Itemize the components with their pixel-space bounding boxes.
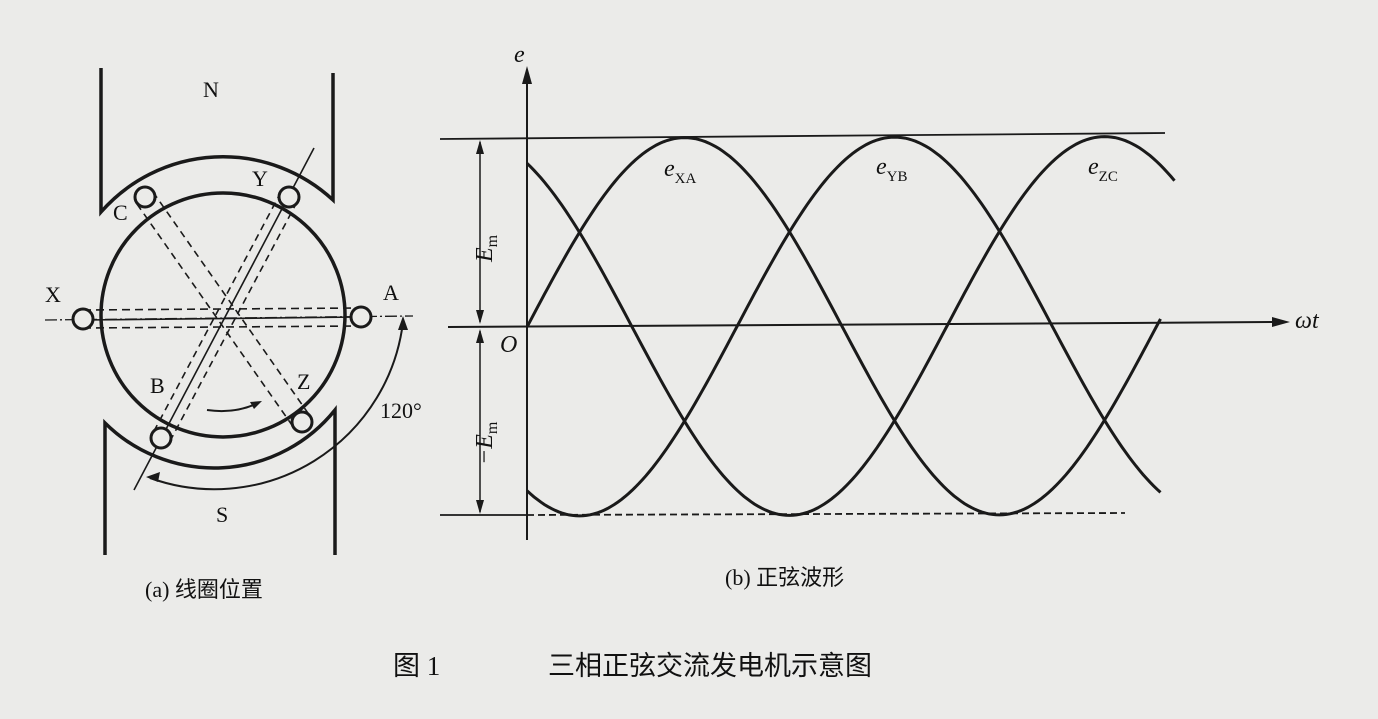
coil-end-z: [290, 410, 314, 434]
angle-arc: [149, 321, 404, 491]
wave-label-zc-sub: ZC: [1099, 169, 1118, 185]
figure-number: 图 1: [393, 651, 440, 681]
angle-label: 120°: [380, 398, 422, 423]
rotor-circle: [99, 191, 347, 439]
x-axis-label: ωt: [1295, 308, 1320, 334]
wave-label-xa-main: e: [664, 156, 675, 182]
wave-label-zc: eZC: [1088, 154, 1118, 185]
rotation-arrow-icon: [206, 402, 259, 413]
coil-end-b: [149, 426, 173, 450]
amplitude-pos-sub: m: [484, 234, 501, 247]
coil-cz: [136, 191, 311, 429]
coil-label-b: B: [150, 373, 165, 398]
coil-end-x: [71, 307, 95, 331]
south-pole: [103, 405, 337, 555]
waveform-xa: [525, 136, 1162, 517]
wave-label-zc-main: e: [1088, 154, 1099, 180]
x-axis-arrow-icon: [1272, 317, 1290, 327]
coil-end-a: [349, 305, 373, 329]
north-pole: [99, 68, 335, 217]
min-dashed-line: [526, 512, 1126, 516]
generator-diagram: N S A X Y B C Z 120° (a) 线圈位置: [44, 68, 422, 602]
y-axis-arrow-icon: [522, 66, 532, 84]
wave-label-xa-sub: XA: [675, 171, 697, 187]
amplitude-pos-label: Em: [472, 234, 501, 263]
amplitude-pos-main: E: [472, 247, 498, 263]
waveform-diagram: e ωt O Em −Em eXA eYB eZC (b) 正弦波形: [439, 42, 1320, 590]
angle-arrowhead-bottom-icon: [146, 472, 160, 482]
amplitude-neg-label: −Em: [472, 421, 501, 465]
wave-label-yb: eYB: [876, 154, 908, 185]
coil-end-c: [133, 185, 157, 209]
coil-label-x: X: [45, 282, 61, 307]
wave-label-yb-sub: YB: [887, 169, 908, 185]
coil-end-y: [277, 185, 301, 209]
figure-title: 三相正弦交流发电机示意图: [548, 651, 872, 681]
x-axis: [447, 321, 1281, 328]
waveform-zc: [525, 135, 1176, 517]
origin-label: O: [500, 332, 517, 358]
waveform-curves: [525, 135, 1176, 518]
y-axis-label: e: [514, 42, 525, 68]
wave-label-yb-main: e: [876, 154, 887, 180]
pole-label-s: S: [216, 502, 228, 527]
rotation-arrowhead-icon: [250, 401, 262, 409]
coil-label-a: A: [383, 280, 399, 305]
coil-label-c: C: [113, 200, 128, 225]
amplitude-neg-sub: m: [484, 421, 501, 434]
wave-label-xa: eXA: [664, 156, 696, 187]
max-dashed-line: [439, 132, 1166, 140]
coil-label-y: Y: [252, 166, 268, 191]
caption-a: (a) 线圈位置: [145, 577, 263, 602]
angle-arrowhead-top-icon: [398, 316, 408, 330]
pole-label-n: N: [203, 77, 219, 102]
caption-b: (b) 正弦波形: [725, 565, 844, 590]
waveform-yb: [525, 135, 1162, 518]
amplitude-neg-main: −E: [472, 434, 498, 465]
coil-label-z: Z: [297, 369, 310, 394]
